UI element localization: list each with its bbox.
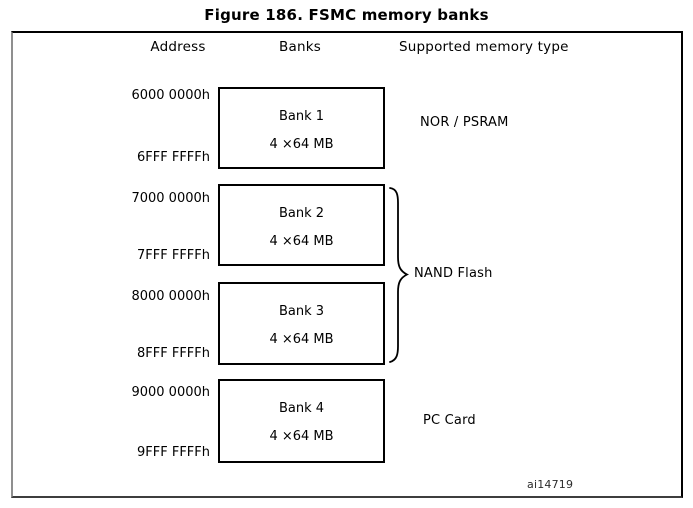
column-header-address: Address — [150, 39, 206, 55]
bank1-size: 4 ×64 MB — [269, 137, 334, 152]
bank3-box: Bank 3 4 ×64 MB — [218, 282, 385, 365]
figure-id-watermark: ai14719 — [527, 478, 574, 491]
address-bank4-start: 9000 0000h — [131, 385, 210, 400]
column-header-banks: Banks — [279, 39, 321, 55]
bank4-box: Bank 4 4 ×64 MB — [218, 379, 385, 463]
memory-type-nand-flash: NAND Flash — [414, 266, 493, 281]
column-header-memory-type: Supported memory type — [399, 39, 569, 55]
address-bank2-end: 7FFF FFFFh — [137, 248, 210, 263]
nand-group-brace-icon — [387, 185, 411, 365]
bank2-name: Bank 2 — [278, 206, 325, 221]
memory-type-nor-psram: NOR / PSRAM — [420, 115, 509, 130]
bank2-box: Bank 2 4 ×64 MB — [218, 184, 385, 266]
address-bank2-start: 7000 0000h — [131, 191, 210, 206]
bank1-box: Bank 1 4 ×64 MB — [218, 87, 385, 169]
bank4-name: Bank 4 — [278, 401, 325, 416]
address-bank1-end: 6FFF FFFFh — [137, 150, 210, 165]
bank2-size: 4 ×64 MB — [269, 234, 334, 249]
figure-title: Figure 186. FSMC memory banks — [204, 6, 489, 24]
bank4-size: 4 ×64 MB — [269, 429, 334, 444]
memory-type-pc-card: PC Card — [423, 413, 476, 428]
bank1-name: Bank 1 — [278, 109, 325, 124]
address-bank1-start: 6000 0000h — [131, 88, 210, 103]
bank3-name: Bank 3 — [278, 304, 325, 319]
address-bank3-end: 8FFF FFFFh — [137, 346, 210, 361]
bank3-size: 4 ×64 MB — [269, 332, 334, 347]
address-bank4-end: 9FFF FFFFh — [137, 445, 210, 460]
address-bank3-start: 8000 0000h — [131, 289, 210, 304]
